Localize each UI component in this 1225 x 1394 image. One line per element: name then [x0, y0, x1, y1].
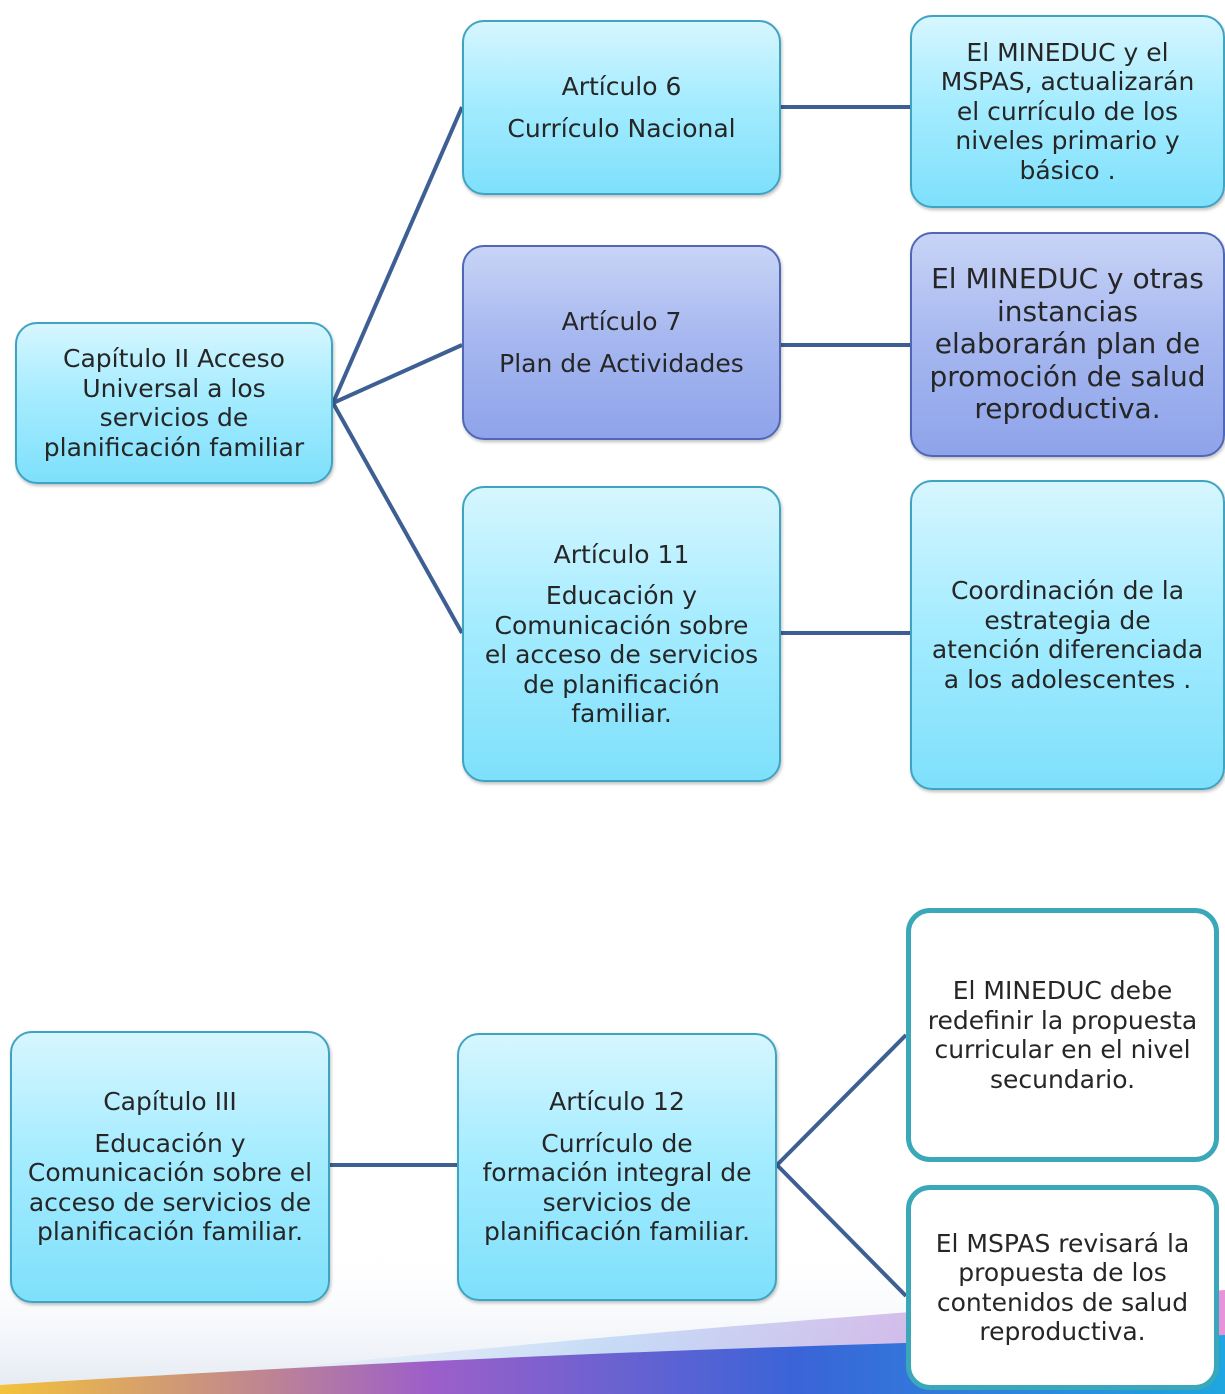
- connector-root-to-art11: [331, 402, 464, 634]
- article-subtitle: Currículo Nacional: [507, 113, 736, 143]
- connector-art12-to-detail2: [775, 1163, 908, 1298]
- article-node-7: Artículo 7 Plan de Actividades: [462, 245, 781, 440]
- detail-text: El MINEDUC y el MSPAS, actualizarán el c…: [940, 37, 1195, 185]
- connector-root-to-art6: [331, 106, 464, 404]
- article-subtitle: Currículo de formación integral de servi…: [482, 1128, 752, 1247]
- article-title: Artículo 6: [561, 72, 682, 101]
- article-title: Artículo 12: [549, 1087, 685, 1117]
- article-node-6: Artículo 6 Currículo Nacional: [462, 20, 781, 195]
- article-node-11: Artículo 11 Educación y Comunicación sob…: [462, 486, 781, 782]
- detail-text: El MINEDUC y otras instancias elaborarán…: [929, 262, 1206, 426]
- detail-node-mineduc: El MINEDUC debe redefinir la propuesta c…: [906, 908, 1219, 1162]
- detail-text: El MINEDUC debe redefinir la propuesta c…: [927, 976, 1198, 1094]
- detail-text: Coordinación de la estrategia de atenció…: [931, 576, 1204, 694]
- connector-root-to-art7: [332, 343, 463, 405]
- article-subtitle: Plan de Actividades: [499, 348, 744, 378]
- connector-art12-to-detail1: [775, 1033, 908, 1167]
- root-node-title: Capítulo III: [103, 1087, 237, 1117]
- article-node-12: Artículo 12 Currículo de formación integ…: [457, 1033, 777, 1301]
- connector-group: [330, 105, 910, 1298]
- root-node-text: Educación y Comunicación sobre el acceso…: [27, 1128, 313, 1247]
- detail-node-art11: Coordinación de la estrategia de atenció…: [910, 480, 1225, 790]
- detail-node-mspas: El MSPAS revisará la propuesta de los co…: [906, 1185, 1219, 1390]
- root-node-capitulo-iii: Capítulo III Educación y Comunicación so…: [10, 1031, 330, 1303]
- detail-text: El MSPAS revisará la propuesta de los co…: [935, 1228, 1190, 1347]
- article-subtitle: Educación y Comunicación sobre el acceso…: [484, 581, 759, 728]
- article-title: Artículo 11: [553, 539, 690, 569]
- root-node-capitulo-ii: Capítulo II Acceso Universal a los servi…: [15, 322, 333, 484]
- detail-node-art7: El MINEDUC y otras instancias elaborarán…: [910, 232, 1225, 457]
- root-node-text: Capítulo II Acceso Universal a los servi…: [43, 344, 305, 462]
- article-title: Artículo 7: [561, 307, 682, 336]
- detail-node-art6: El MINEDUC y el MSPAS, actualizarán el c…: [910, 15, 1225, 208]
